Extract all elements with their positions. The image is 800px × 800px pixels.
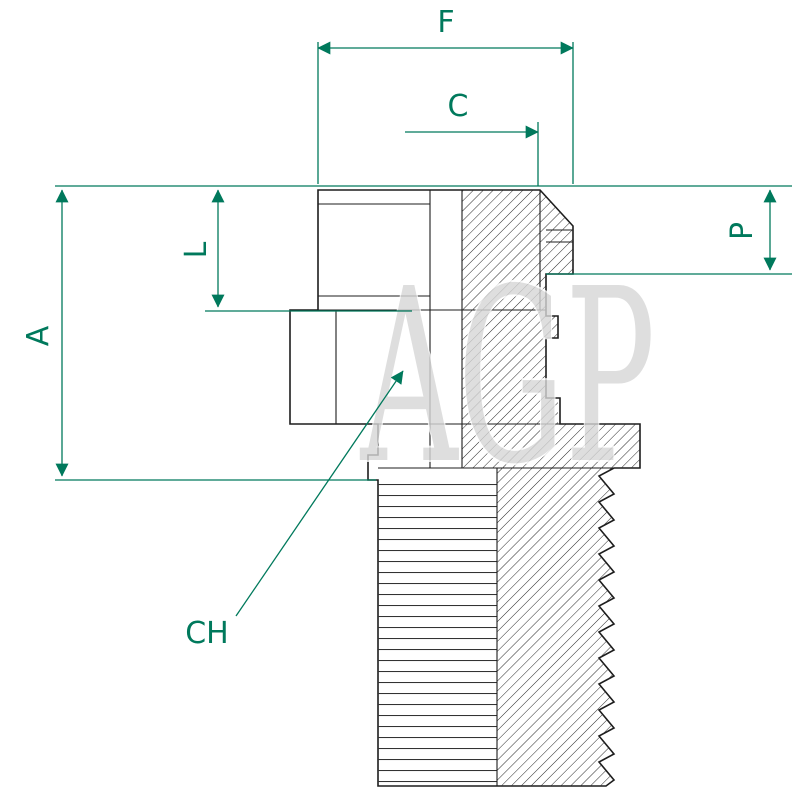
dimension-f <box>317 41 574 184</box>
hose-barb-ridges <box>378 476 497 786</box>
dimension-label-ch: CH <box>185 616 229 651</box>
dimension-label-l: L <box>179 241 214 258</box>
cross-section-hatch <box>378 190 640 786</box>
ch-leader-line <box>235 370 404 617</box>
dimension-labels: F C P L A CH <box>21 5 760 651</box>
part-body <box>289 189 641 787</box>
dimension-p <box>546 189 792 275</box>
watermark-text: AGP <box>359 237 655 517</box>
dimension-annotations <box>55 41 792 617</box>
dimension-l <box>205 189 412 312</box>
dimension-label-a: A <box>21 325 56 346</box>
dimension-ch <box>235 370 404 617</box>
dimension-label-c: C <box>448 89 469 124</box>
dimension-label-p: P <box>725 222 760 240</box>
part-edge-lines <box>290 190 640 786</box>
dimension-a <box>55 189 376 481</box>
dimension-label-f: F <box>437 5 454 40</box>
dimension-c <box>405 122 539 186</box>
